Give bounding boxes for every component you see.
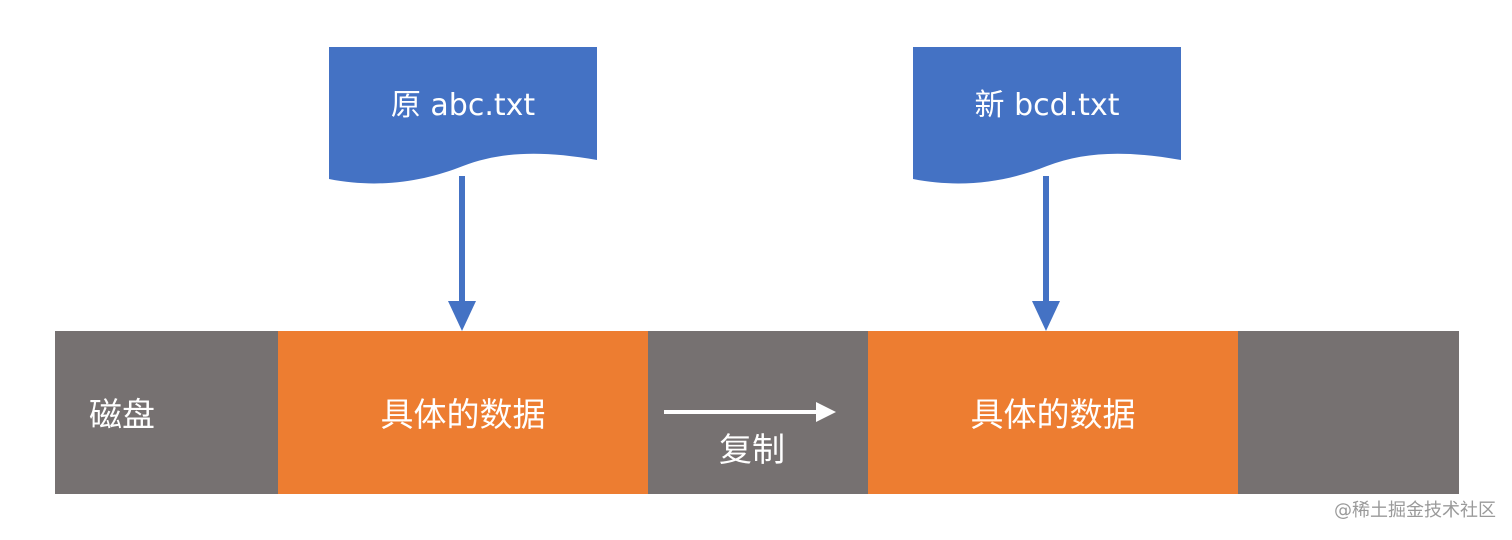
document-shape-new — [913, 47, 1181, 184]
document-original: 原 abc.txt — [329, 47, 597, 184]
document-label-new: 新 bcd.txt — [975, 88, 1120, 123]
watermark: @稀土掘金技术社区 — [1334, 500, 1496, 521]
data-block-original-label: 具体的数据 — [381, 395, 546, 434]
copy-label: 复制 — [719, 430, 785, 469]
pointer-arrow-original — [448, 176, 476, 331]
data-block-copy-label: 具体的数据 — [971, 395, 1136, 434]
document-shape-original — [329, 47, 597, 184]
data-block-copy — [868, 331, 1238, 494]
document-label-original: 原 abc.txt — [391, 88, 536, 123]
disk-segment-left — [55, 331, 278, 494]
document-new: 新 bcd.txt — [913, 47, 1181, 184]
disk-label: 磁盘 — [89, 395, 155, 434]
pointer-arrow-new — [1032, 176, 1060, 331]
copy-arrow — [664, 402, 836, 422]
disk-segment-right — [1238, 331, 1459, 494]
data-block-original — [278, 331, 648, 494]
disk-strip — [55, 331, 1459, 494]
